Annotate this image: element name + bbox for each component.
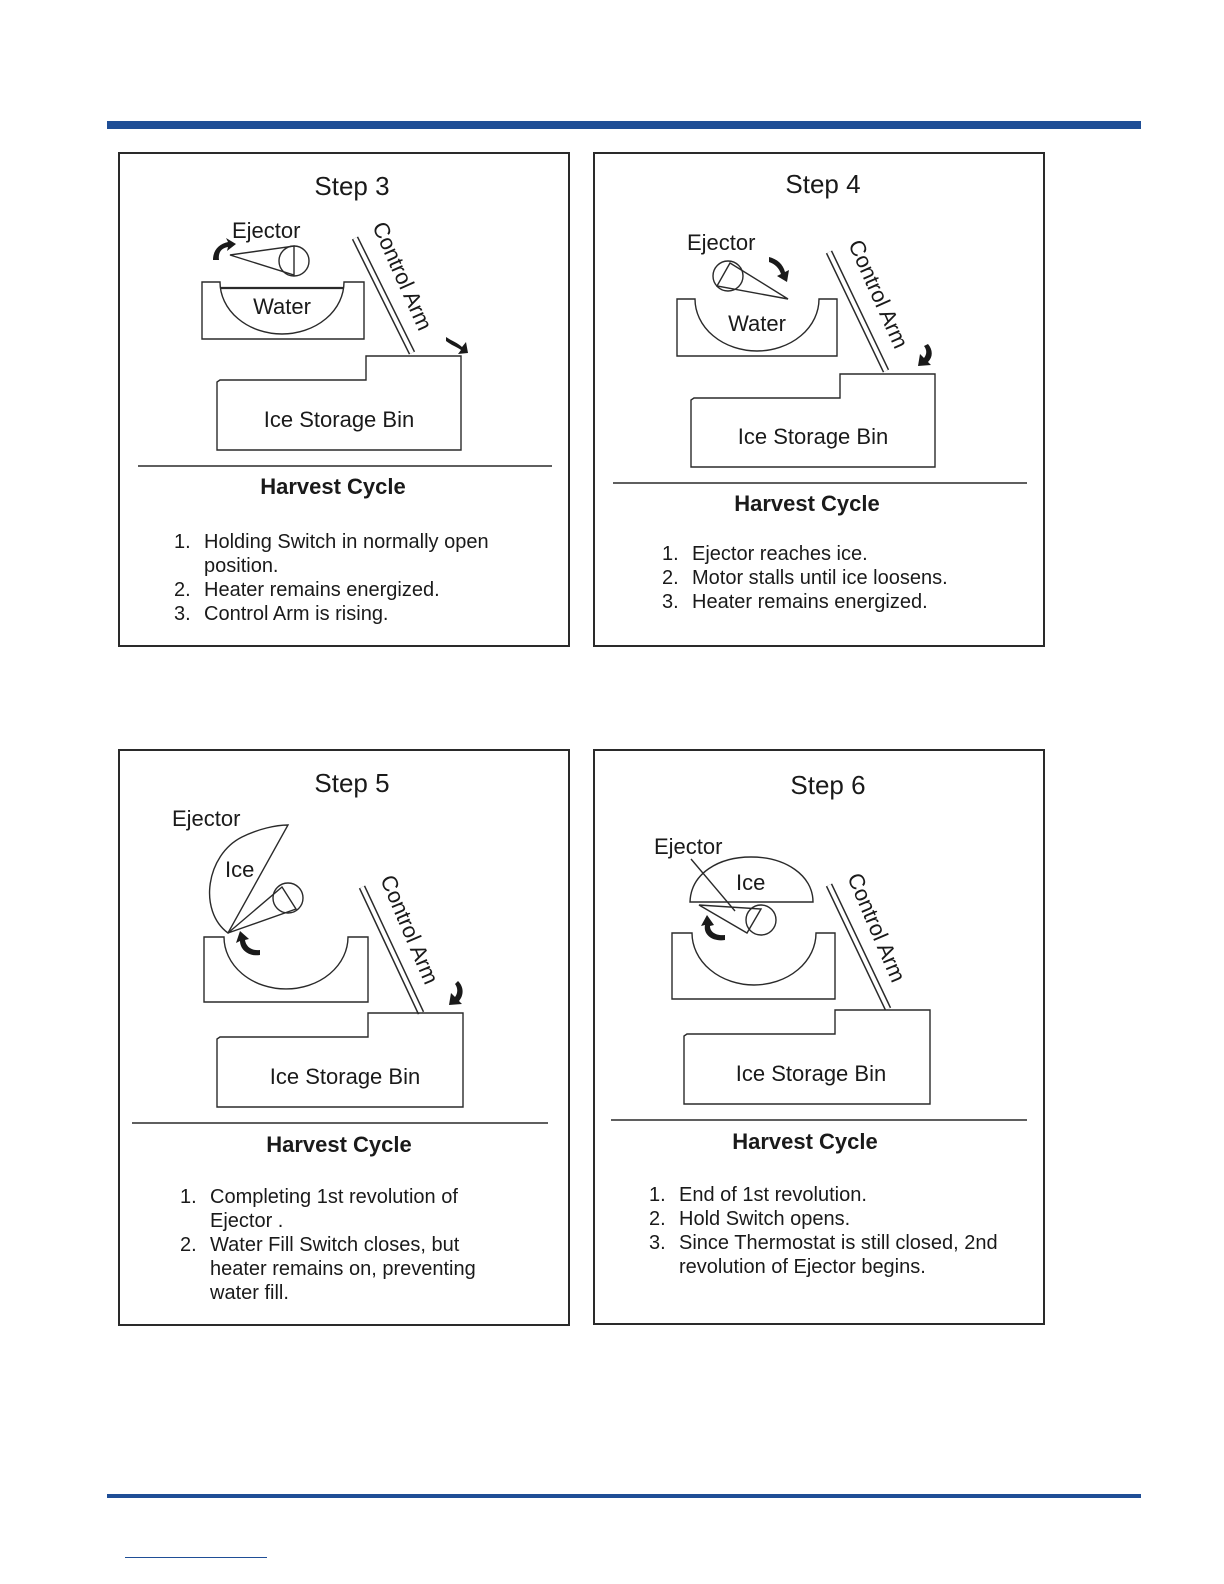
bin-label: Ice Storage Bin [270,1064,420,1089]
step-4-panel: Step 4 Ejector Water Control Arm Ice Sto… [593,152,1045,647]
footer-rule [107,1494,1141,1498]
step-title: Step 6 [790,770,865,800]
ice-label: Ice [736,870,765,895]
step-5-diagram: Step 5 Ejector Ice Control Arm Ice Stora… [132,768,548,1157]
step-3-list: 1.Holding Switch in normally open positi… [174,530,554,626]
ice-storage-bin [216,1012,464,1108]
bin-label: Ice Storage Bin [736,1061,886,1086]
step-title: Step 4 [785,169,860,199]
rotate-arrow-icon [449,981,463,1005]
step-5-panel: Step 5 Ejector Ice Control Arm Ice Stora… [118,749,570,1326]
control-arm-label: Control Arm [367,218,437,334]
list-item: 2.Motor stalls until ice loosens. [662,567,948,589]
list-item: 2.Hold Switch opens. [649,1208,851,1230]
rotate-arrow-icon [213,238,236,260]
step-title: Step 5 [314,768,389,798]
rotate-arrow-icon [446,337,468,354]
list-item: 1.End of 1st revolution. [649,1184,867,1206]
rotate-arrow-icon [236,931,260,956]
ice-storage-bin [683,1009,931,1105]
ice-tray [203,936,369,1003]
control-arm-label: Control Arm [843,236,913,352]
rotate-arrow-icon [701,915,725,941]
ejector-label: Ejector [232,218,300,243]
ice-storage-bin [690,373,936,468]
ice-cube [208,824,290,935]
water-label: Water [253,294,311,319]
section-title: Harvest Cycle [266,1132,412,1157]
list-item: 1.Holding Switch in normally open positi… [174,531,489,577]
water-label: Water [728,311,786,336]
ejector-leader-line [690,858,736,912]
step-5-list: 1.Completing 1st revolution of Ejector .… [180,1185,516,1305]
step-6-diagram: Step 6 Ejector Ice Control Arm Ice Stora… [611,770,1027,1154]
list-item: 2.Heater remains energized. [174,579,440,601]
ejector-label: Ejector [172,806,240,831]
ice-tray [676,298,838,357]
step-6-list: 1.End of 1st revolution. 2.Hold Switch o… [649,1183,1009,1279]
ejector-icon [229,245,310,277]
section-title: Harvest Cycle [260,474,406,499]
ice-label: Ice [225,857,254,882]
list-item: 3.Control Arm is rising. [174,603,389,625]
step-3-panel: Step 3 Ejector Water Control Arm Ice Sto… [118,152,570,647]
section-title: Harvest Cycle [734,491,880,516]
ejector-icon [712,260,789,300]
rotate-arrow-icon [918,344,932,366]
list-item: 2.Water Fill Switch closes, but heater r… [180,1234,476,1304]
list-item: 1.Completing 1st revolution of Ejector . [180,1186,458,1232]
rotate-arrow-icon [769,257,789,282]
list-item: 1.Ejector reaches ice. [662,543,868,565]
step-6-panel: Step 6 Ejector Ice Control Arm Ice Stora… [593,749,1045,1325]
ejector-icon [698,904,777,936]
ice-cube [689,856,814,903]
ejector-label: Ejector [687,230,755,255]
list-item: 3.Heater remains energized. [662,591,928,613]
step-4-diagram: Step 4 Ejector Water Control Arm Ice Sto… [613,169,1027,516]
bin-label: Ice Storage Bin [738,424,888,449]
step-3-diagram: Step 3 Ejector Water Control Arm Ice Sto… [138,171,552,499]
list-item: 3.Since Thermostat is still closed, 2nd … [649,1232,998,1278]
step-4-list: 1.Ejector reaches ice. 2.Motor stalls un… [662,542,1032,614]
ice-storage-bin [216,355,462,451]
ejector-icon [227,882,304,934]
step-title: Step 3 [314,171,389,201]
section-title: Harvest Cycle [732,1129,878,1154]
ice-tray [201,281,365,340]
ejector-label: Ejector [654,834,722,859]
bin-label: Ice Storage Bin [264,407,414,432]
footer-link-underline [125,1557,267,1558]
ice-tray [671,932,836,1000]
header-rule [107,121,1141,129]
